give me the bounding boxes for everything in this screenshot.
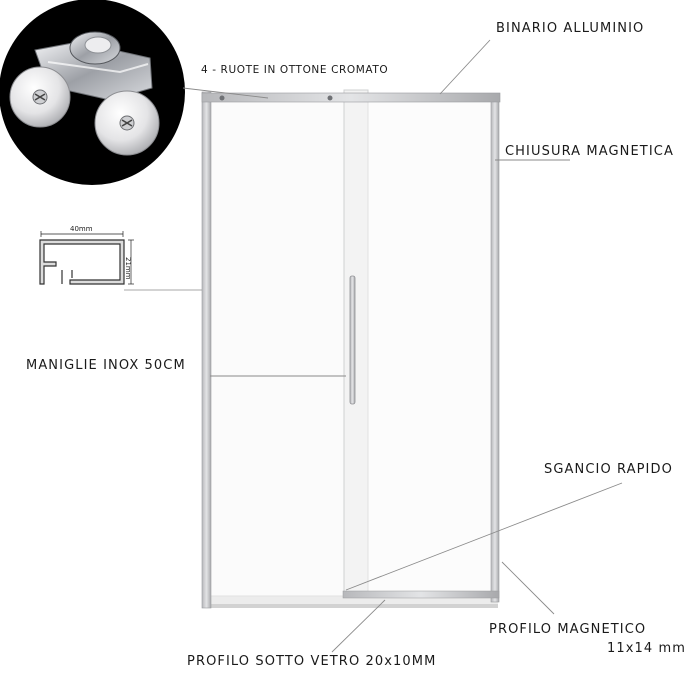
- label-profilo-sotto-vetro: PROFILO SOTTO VETRO 20x10MM: [187, 654, 437, 669]
- aluminium-rail: [201, 92, 501, 103]
- dimension-height: 21mm: [124, 257, 132, 280]
- label-profilo-magnetico: PROFILO MAGNETICO: [489, 622, 647, 637]
- left-wall-post: [201, 91, 212, 609]
- leader-profilo-sotto-vetro: [331, 599, 386, 653]
- label-profilo-magnetico-size: 11x14 mm: [607, 641, 687, 656]
- leader-lines: [182, 39, 623, 653]
- roller-left: [219, 95, 225, 101]
- sliding-glass-panel: [367, 97, 493, 595]
- door-handle: [349, 275, 356, 405]
- label-sgancio-rapido: SGANCIO RAPIDO: [544, 462, 673, 477]
- roller-right: [327, 95, 333, 101]
- right-wall-post: [490, 95, 500, 603]
- label-binario-alluminio: BINARIO ALLUMINIO: [496, 21, 645, 36]
- fixed-glass-panel: [209, 97, 345, 597]
- left-wheel: [9, 66, 71, 128]
- label-ruote: 4 - RUOTE IN OTTONE CROMATO: [201, 64, 389, 76]
- leader-binario: [439, 39, 491, 95]
- right-wheel: [94, 90, 160, 156]
- profile-section: [39, 231, 205, 291]
- leader-sgancio: [345, 482, 623, 591]
- leader-profilo-magnetico: [501, 561, 555, 615]
- leader-ruote: [182, 87, 269, 99]
- bottom-guide-profile: [342, 590, 500, 599]
- sliding-door-overlap: [343, 89, 369, 595]
- roller-wheel-inset: [0, 0, 185, 185]
- label-chiusura-magnetica: CHIUSURA MAGNETICA: [505, 144, 674, 159]
- dimension-width: 40mm: [70, 225, 93, 233]
- label-maniglie: MANIGLIE INOX 50CM: [26, 358, 186, 373]
